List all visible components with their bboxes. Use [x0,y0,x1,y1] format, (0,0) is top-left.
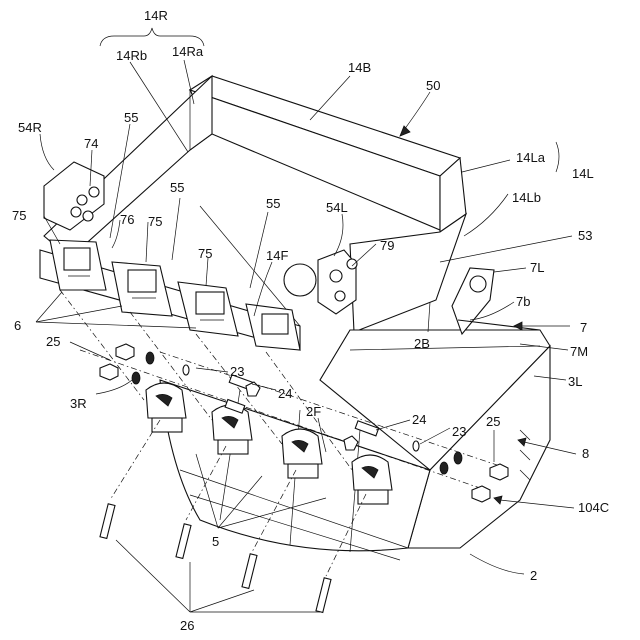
label-25-a: 25 [46,334,60,349]
label-25-b: 25 [486,414,500,429]
label-2F: 2F [306,404,321,419]
label-14La: 14La [516,150,546,165]
label-14Ra: 14Ra [172,44,204,59]
label-74: 74 [84,136,98,151]
label-24-b: 24 [412,412,426,427]
label-23-a: 23 [230,364,244,379]
label-7: 7 [580,320,587,335]
label-26: 26 [180,618,194,633]
label-14R: 14R [144,8,168,23]
label-14Lb: 14Lb [512,190,541,205]
label-75-c: 75 [198,246,212,261]
label-53: 53 [578,228,592,243]
label-7b: 7b [516,294,530,309]
label-50: 50 [426,78,440,93]
label-104C: 104C [578,500,609,515]
label-8: 8 [582,446,589,461]
label-5: 5 [212,534,219,549]
label-14L: 14L [572,166,594,181]
label-7L: 7L [530,260,544,275]
pin-boss [284,264,316,296]
label-7M: 7M [570,344,588,359]
label-6: 6 [14,318,21,333]
label-79: 79 [380,238,394,253]
label-2B: 2B [414,336,430,351]
left-plate-lower-14Lb [350,214,466,332]
label-55-c: 55 [266,196,280,211]
upper-frame-assembly [40,76,466,350]
label-23-b: 23 [452,424,466,439]
label-3R: 3R [70,396,87,411]
label-24-a: 24 [278,386,292,401]
label-14Rb: 14Rb [116,48,147,63]
label-14B: 14B [348,60,371,75]
label-54R: 54R [18,120,42,135]
label-55-a: 55 [124,110,138,125]
label-76: 76 [120,212,134,227]
label-55-b: 55 [170,180,184,195]
label-14F: 14F [266,248,288,263]
label-3L: 3L [568,374,582,389]
label-75-b: 75 [148,214,162,229]
label-75-a: 75 [12,208,26,223]
label-54L: 54L [326,200,348,215]
label-2: 2 [530,568,537,583]
